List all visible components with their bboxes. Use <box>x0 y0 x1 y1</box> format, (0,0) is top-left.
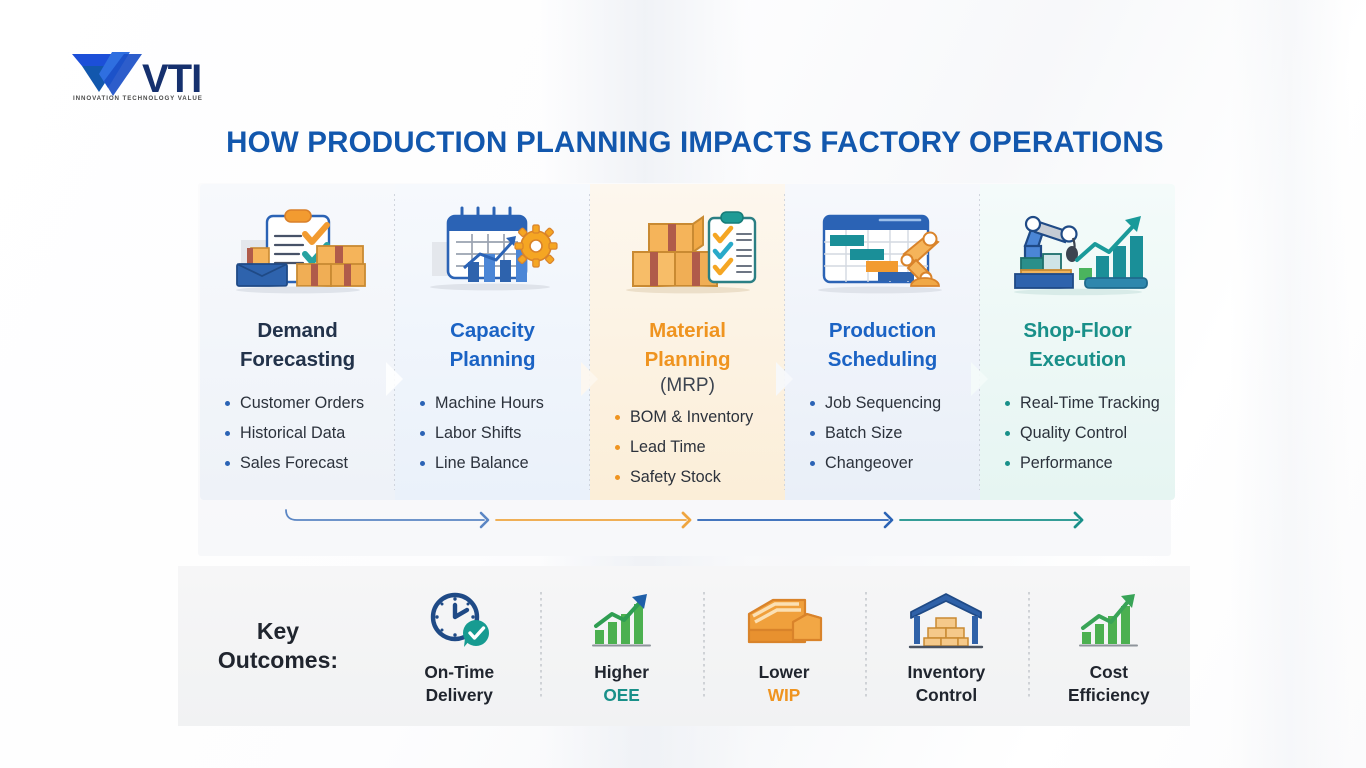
chevron-notch-icon <box>386 362 403 396</box>
bullet-item: Sales Forecast <box>224 448 387 478</box>
stage-card-capacity-planning[interactable]: Capacity Planning Machine Hours Labor Sh… <box>395 184 598 500</box>
arrow-2 <box>495 511 692 529</box>
chevron-notch-icon <box>776 362 793 396</box>
stage-bullets: BOM & Inventory Lead Time Safety Stock <box>598 402 777 492</box>
key-outcomes-bar: Key Outcomes: <box>178 566 1190 726</box>
warehouse-icon <box>906 586 986 652</box>
bullet-item: Historical Data <box>224 418 387 448</box>
stage-title: Demand Forecasting <box>239 319 356 372</box>
process-flow-arrows <box>198 503 1171 537</box>
outcome-lower-wip[interactable]: Lower WIP <box>702 584 865 708</box>
gantt-chart-robot-arm-icon <box>808 198 958 302</box>
outcome-cost-efficiency[interactable]: Cost Efficiency <box>1027 584 1190 708</box>
bullet-item: Labor Shifts <box>419 418 582 448</box>
page-title: HOW PRODUCTION PLANNING IMPACTS FACTORY … <box>226 126 1164 159</box>
stage-bullets: Real-Time Tracking Quality Control Perfo… <box>988 388 1167 478</box>
stage-card-shop-floor-execution[interactable]: Shop-Floor Execution Real-Time Tracking … <box>980 184 1175 500</box>
outcome-on-time-delivery[interactable]: On-Time Delivery <box>378 584 540 708</box>
outcome-label: On-Time Delivery <box>424 661 495 705</box>
bullet-item: Quality Control <box>1004 418 1167 448</box>
outcome-label: Inventory Control <box>907 661 986 705</box>
green-growth-chart-icon <box>590 586 654 652</box>
boxes-clipboard-check-icon <box>613 198 763 302</box>
stage-title: Capacity Planning <box>449 319 536 372</box>
stage-bullets: Job Sequencing Batch Size Changeover <box>793 388 972 478</box>
stage-title: Shop-Floor Execution <box>1023 319 1132 372</box>
bullet-item: Performance <box>1004 448 1167 478</box>
brand-tagline: INNOVATION TECHNOLOGY VALUE <box>73 95 203 102</box>
robot-arm-growth-chart-icon <box>1003 198 1153 302</box>
bullet-item: Job Sequencing <box>809 388 972 418</box>
clipboard-checklist-boxes-icon <box>223 198 373 302</box>
bullet-item: Lead Time <box>614 432 777 462</box>
stage-title: Production Scheduling <box>827 319 938 372</box>
bullet-item: Safety Stock <box>614 462 777 492</box>
calendar-chart-gear-icon <box>418 198 568 302</box>
bullet-item: Changeover <box>809 448 972 478</box>
stage-title: Material Planning <box>644 319 731 372</box>
background-streak-right <box>1230 0 1350 768</box>
bullet-item: Customer Orders <box>224 388 387 418</box>
stage-card-production-scheduling[interactable]: Production Scheduling Job Sequencing Bat… <box>785 184 988 500</box>
outcome-higher-oee[interactable]: Higher OEE <box>540 584 702 708</box>
arrow-3 <box>697 511 894 529</box>
vti-triangle-logo-icon: VTI <box>72 52 202 100</box>
svg-text:VTI: VTI <box>142 57 201 100</box>
bullet-item: Batch Size <box>809 418 972 448</box>
brand-logo[interactable]: VTI INNOVATION TECHNOLOGY VALUE <box>68 48 258 106</box>
stage-card-list: Demand Forecasting Customer Orders Histo… <box>200 184 1175 500</box>
outcome-label: Higher OEE <box>594 661 649 705</box>
outcome-label: Cost Efficiency <box>1068 661 1150 705</box>
arrow-4 <box>899 511 1084 529</box>
outcome-inventory-control[interactable]: Inventory Control <box>865 584 1027 708</box>
stage-subtitle: (MRP) <box>660 375 715 397</box>
stage-bullets: Machine Hours Labor Shifts Line Balance <box>403 388 582 478</box>
outcome-label: Lower WIP <box>758 661 810 705</box>
green-arrow-chart-icon <box>1077 586 1141 652</box>
bullet-item: Machine Hours <box>419 388 582 418</box>
chevron-notch-icon <box>971 362 988 396</box>
stage-card-demand-forecasting[interactable]: Demand Forecasting Customer Orders Histo… <box>200 184 403 500</box>
clock-check-icon <box>426 586 492 652</box>
bullet-item: Real-Time Tracking <box>1004 388 1167 418</box>
bullet-item: BOM & Inventory <box>614 402 777 432</box>
bullet-item: Line Balance <box>419 448 582 478</box>
stage-bullets: Customer Orders Historical Data Sales Fo… <box>208 388 387 478</box>
chevron-notch-icon <box>581 362 598 396</box>
key-outcomes-label: Key Outcomes: <box>217 617 339 673</box>
stage-card-material-planning[interactable]: Material Planning (MRP) BOM & Inventory … <box>590 184 793 500</box>
arrow-1 <box>285 509 490 529</box>
stacked-boxes-icon <box>743 586 825 652</box>
